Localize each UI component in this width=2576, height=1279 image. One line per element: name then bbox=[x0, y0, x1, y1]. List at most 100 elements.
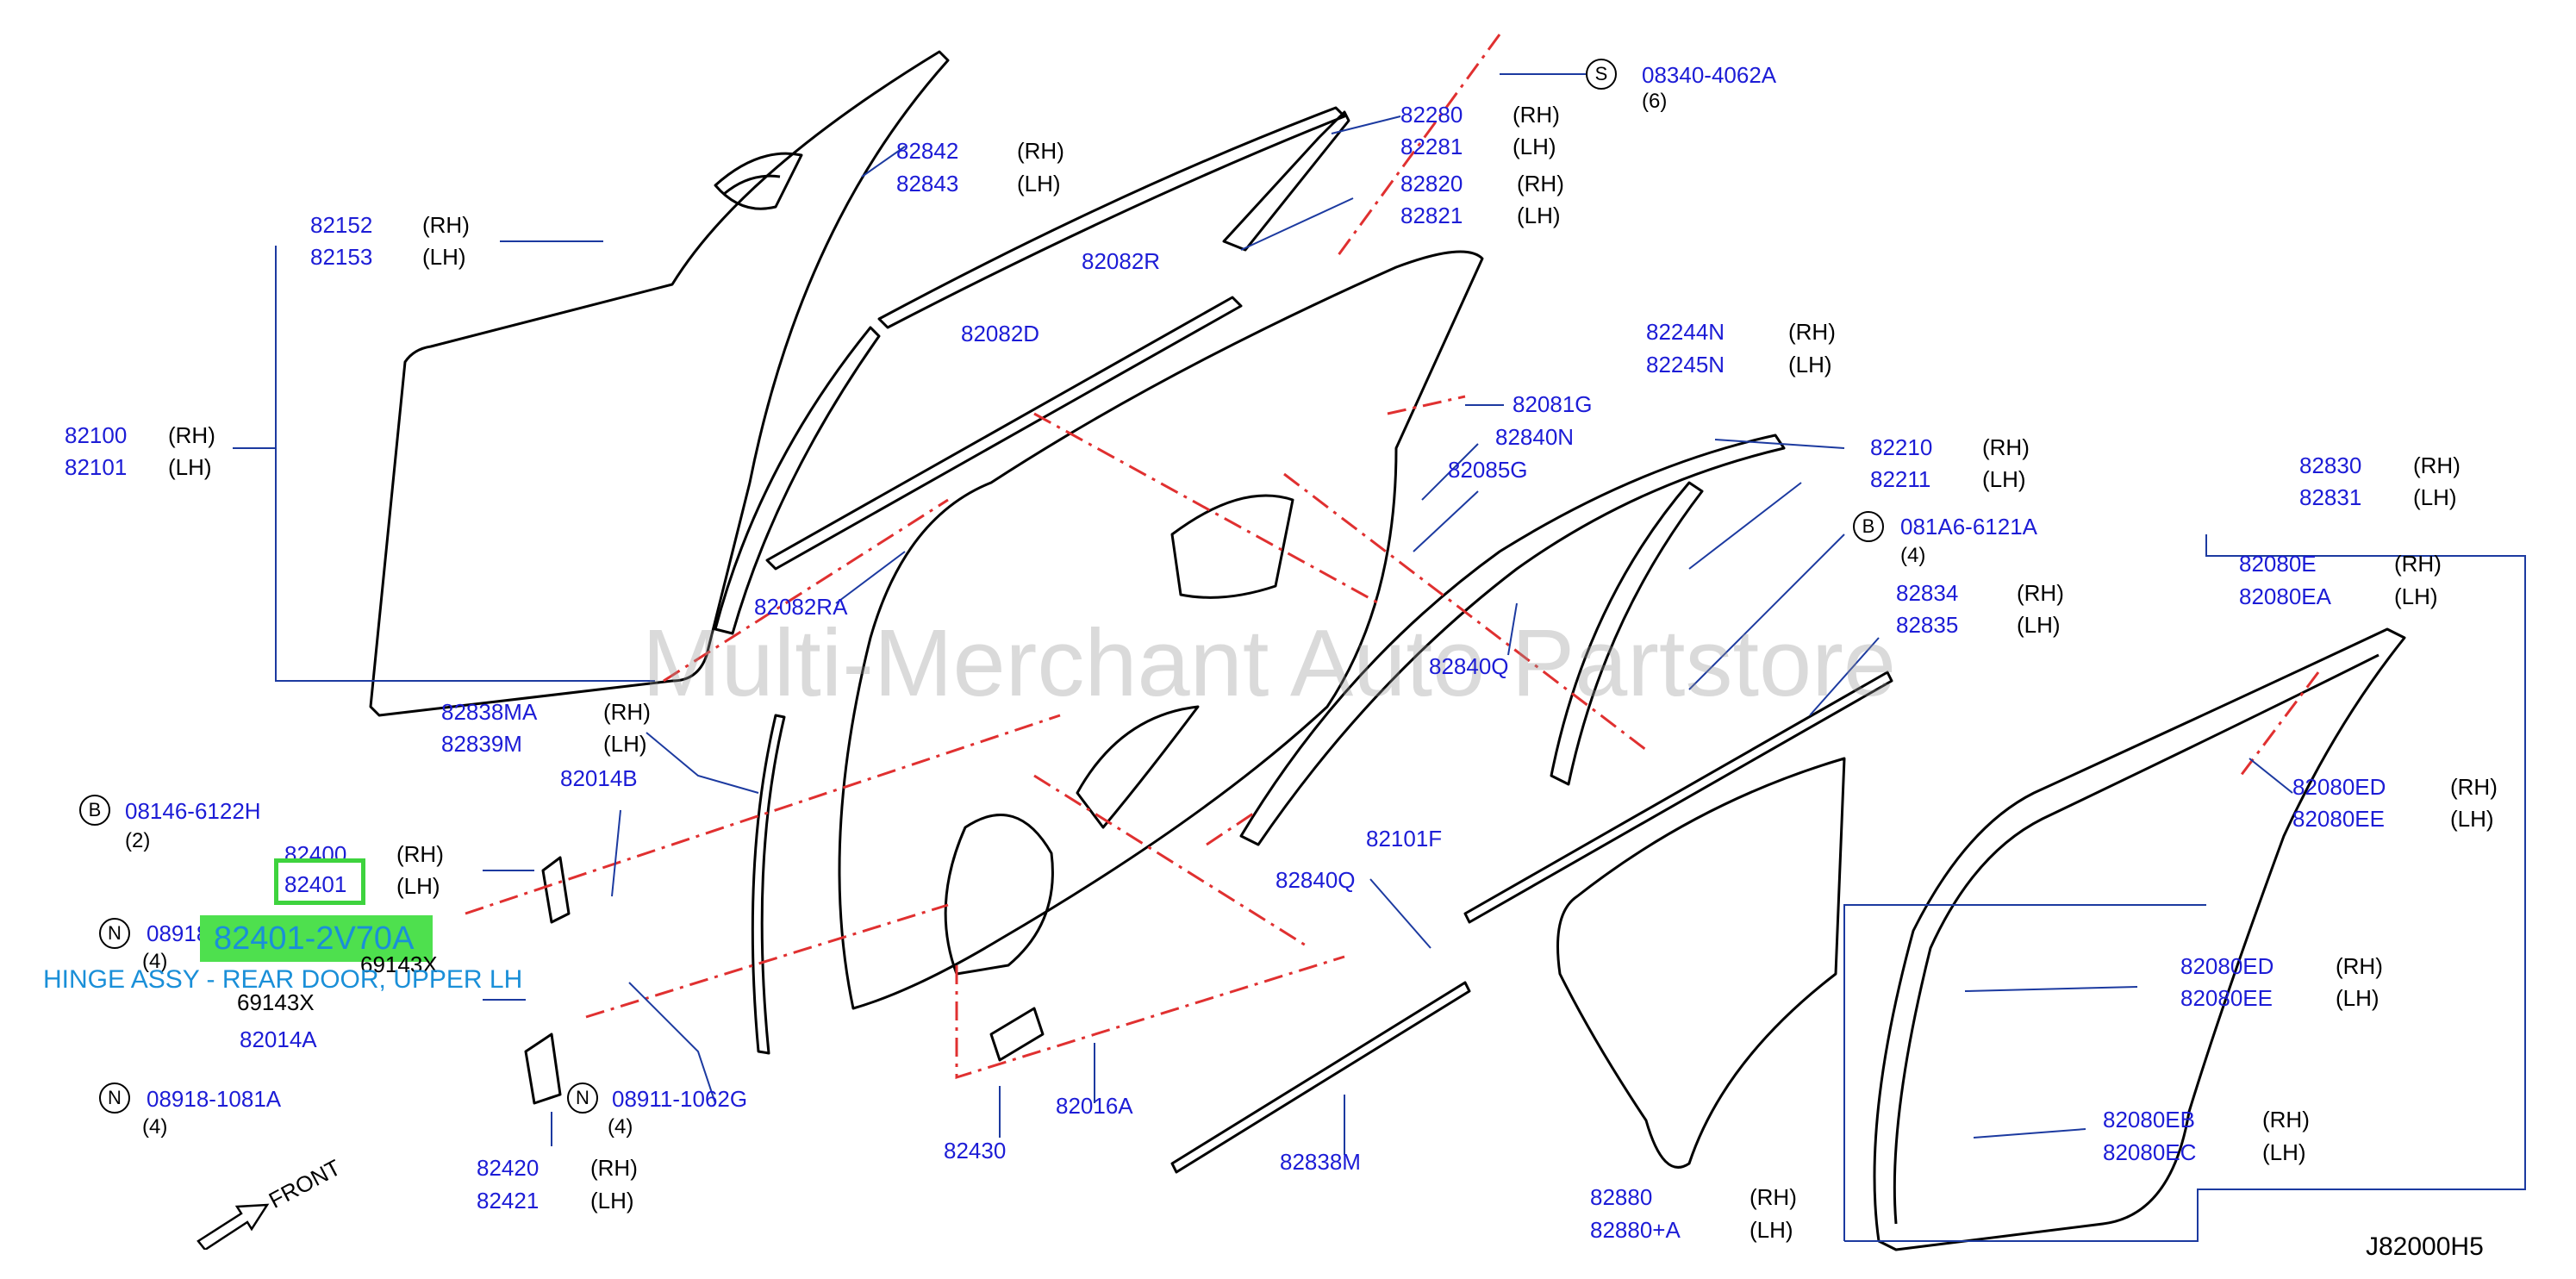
front-arrow-icon bbox=[196, 1203, 270, 1250]
part-label-82838MA[interactable]: 82838MA bbox=[441, 699, 538, 725]
side-lh: (LH) bbox=[1513, 134, 1556, 159]
part-label-82244N[interactable]: 82244N bbox=[1646, 319, 1725, 345]
circle-s-symbol: S bbox=[1586, 59, 1617, 90]
part-label-82100[interactable]: 82100 bbox=[65, 422, 128, 448]
part-label-82080ED[interactable]: 82080ED bbox=[2180, 953, 2274, 979]
side-rh: (RH) bbox=[2394, 551, 2442, 577]
qty-08911: (4) bbox=[608, 1115, 633, 1139]
part-label-82834[interactable]: 82834 bbox=[1896, 580, 1959, 606]
side-rh: (RH) bbox=[603, 699, 651, 725]
window-moulding bbox=[877, 106, 1346, 329]
side-lh: (LH) bbox=[1750, 1217, 1793, 1243]
qty-08340: (6) bbox=[1642, 90, 1668, 113]
highlight-description: HINGE ASSY - REAR DOOR, UPPER LH bbox=[43, 965, 523, 994]
part-label-69143X-a[interactable]: 69143X bbox=[360, 951, 438, 977]
part-label-82080E[interactable]: 82080E bbox=[2239, 551, 2317, 577]
part-label-82821[interactable]: 82821 bbox=[1400, 203, 1463, 228]
part-label-82016A[interactable]: 82016A bbox=[1056, 1093, 1133, 1119]
part-label-82880-plus-a[interactable]: 82880+A bbox=[1590, 1217, 1681, 1243]
side-rh: (RH) bbox=[422, 212, 470, 238]
part-label-82082R[interactable]: 82082R bbox=[1082, 248, 1161, 274]
door-glass bbox=[1556, 757, 1846, 1169]
part-label-82842[interactable]: 82842 bbox=[896, 138, 959, 164]
part-label-82843[interactable]: 82843 bbox=[896, 171, 959, 197]
side-lh: (LH) bbox=[422, 244, 466, 270]
highlight-box-82401 bbox=[274, 858, 365, 905]
part-label-82014A[interactable]: 82014A bbox=[240, 1026, 317, 1052]
part-label-08340-4062A[interactable]: 08340-4062A bbox=[1642, 62, 1777, 88]
side-lh: (LH) bbox=[1517, 203, 1561, 228]
qty-081A6: (4) bbox=[1900, 544, 1926, 567]
circle-n-symbol: N bbox=[99, 918, 130, 949]
part-label-82082RA[interactable]: 82082RA bbox=[754, 594, 848, 620]
door-weatherstrip bbox=[1873, 627, 2406, 1251]
part-label-82838M[interactable]: 82838M bbox=[1280, 1149, 1361, 1175]
lower-hinge bbox=[524, 1033, 562, 1105]
side-lh: (LH) bbox=[2017, 612, 2061, 638]
part-label-82080EE[interactable]: 82080EE bbox=[2292, 806, 2385, 832]
side-rh: (RH) bbox=[1788, 319, 1836, 345]
circle-b-symbol: B bbox=[79, 795, 110, 826]
watermark: Multi-Merchant Auto Partstore bbox=[642, 610, 1897, 716]
part-label-69143X-b[interactable]: 69143X bbox=[237, 989, 315, 1015]
diagram-code: J82000H5 bbox=[2366, 1232, 2484, 1261]
part-label-82152[interactable]: 82152 bbox=[310, 212, 373, 238]
side-rh: (RH) bbox=[1513, 102, 1560, 128]
side-rh: (RH) bbox=[1017, 138, 1064, 164]
side-rh: (RH) bbox=[2336, 953, 2383, 979]
part-label-08918-1081A[interactable]: 08918-1081A bbox=[147, 1086, 282, 1112]
part-label-82080ED[interactable]: 82080ED bbox=[2292, 774, 2386, 800]
part-label-82421[interactable]: 82421 bbox=[477, 1188, 540, 1213]
circle-b-symbol: B bbox=[1853, 511, 1884, 542]
part-label-82101F[interactable]: 82101F bbox=[1366, 826, 1443, 852]
side-lh: (LH) bbox=[396, 873, 440, 899]
highlight-part-number-bg bbox=[200, 915, 433, 962]
part-label-82420[interactable]: 82420 bbox=[477, 1155, 540, 1181]
part-label-82820[interactable]: 82820 bbox=[1400, 171, 1463, 197]
part-label-82080EB[interactable]: 82080EB bbox=[2103, 1107, 2195, 1132]
part-label-82831[interactable]: 82831 bbox=[2299, 484, 2362, 510]
part-label-82210[interactable]: 82210 bbox=[1870, 434, 1933, 460]
side-rh: (RH) bbox=[2017, 580, 2064, 606]
part-label-82082D[interactable]: 82082D bbox=[961, 321, 1040, 346]
part-label-82081G[interactable]: 82081G bbox=[1513, 391, 1593, 417]
side-lh: (LH) bbox=[2394, 583, 2438, 609]
side-rh: (RH) bbox=[590, 1155, 638, 1181]
part-label-82839M[interactable]: 82839M bbox=[441, 731, 522, 757]
part-label-82211[interactable]: 82211 bbox=[1870, 466, 1931, 492]
part-label-82281[interactable]: 82281 bbox=[1400, 134, 1463, 159]
side-lh: (LH) bbox=[2413, 484, 2457, 510]
part-label-82401[interactable]: 82401 bbox=[284, 871, 347, 897]
part-label-82280[interactable]: 82280 bbox=[1400, 102, 1463, 128]
part-label-82840N[interactable]: 82840N bbox=[1495, 424, 1575, 450]
part-label-82080EE[interactable]: 82080EE bbox=[2180, 985, 2273, 1011]
part-label-82830[interactable]: 82830 bbox=[2299, 452, 2362, 478]
part-label-08911-1062G[interactable]: 08911-1062G bbox=[612, 1086, 748, 1112]
lower-molding bbox=[1170, 981, 1471, 1174]
part-label-82085G[interactable]: 82085G bbox=[1448, 457, 1528, 483]
part-label-82245N[interactable]: 82245N bbox=[1646, 352, 1725, 377]
side-lh: (LH) bbox=[2262, 1139, 2306, 1165]
part-label-82153[interactable]: 82153 bbox=[310, 244, 373, 270]
circle-n-symbol: N bbox=[567, 1082, 598, 1114]
part-label-82840Q[interactable]: 82840Q bbox=[1429, 653, 1509, 679]
side-rh: (RH) bbox=[168, 422, 215, 448]
part-label-82101[interactable]: 82101 bbox=[65, 454, 128, 480]
part-label-081A6-6121A[interactable]: 081A6-6121A bbox=[1900, 514, 2038, 540]
door-outer-panel bbox=[369, 50, 950, 717]
side-lh: (LH) bbox=[2336, 985, 2380, 1011]
part-label-82430[interactable]: 82430 bbox=[944, 1138, 1007, 1164]
side-lh: (LH) bbox=[590, 1188, 634, 1213]
part-label-82835[interactable]: 82835 bbox=[1896, 612, 1959, 638]
part-label-82080EC[interactable]: 82080EC bbox=[2103, 1139, 2197, 1165]
part-label-82840Q[interactable]: 82840Q bbox=[1276, 867, 1356, 893]
part-label-08146-6122H[interactable]: 08146-6122H bbox=[125, 798, 261, 824]
part-label-82080EA[interactable]: 82080EA bbox=[2239, 583, 2331, 609]
circle-n-symbol: N bbox=[99, 1082, 130, 1114]
side-lh: (LH) bbox=[1788, 352, 1832, 377]
highlight-part-number[interactable]: 82401-2V70A bbox=[214, 920, 415, 957]
part-label-82014B[interactable]: 82014B bbox=[560, 765, 638, 791]
part-label-82880[interactable]: 82880 bbox=[1590, 1184, 1653, 1210]
side-rh: (RH) bbox=[2450, 774, 2498, 800]
